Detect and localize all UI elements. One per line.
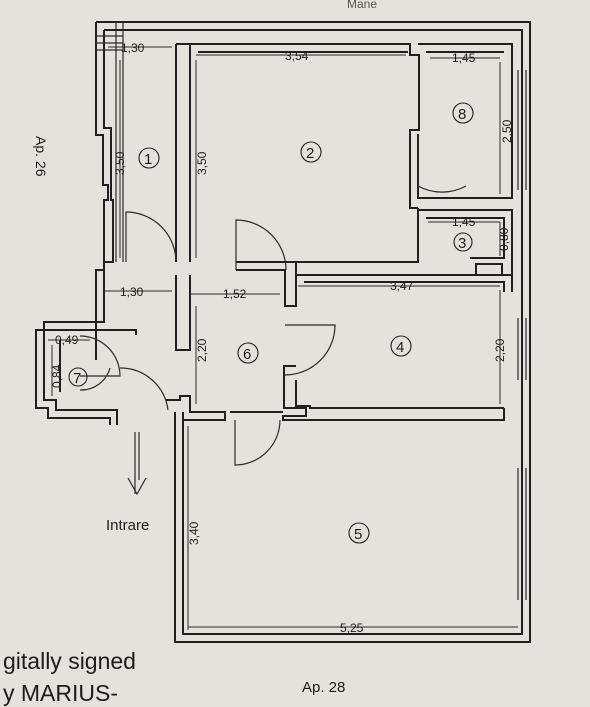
- dim-3-50-left: 3,50: [113, 151, 127, 175]
- signature-line-2: y MARIUS-: [3, 680, 118, 706]
- bottom-apartment-label: Ap. 28: [302, 679, 346, 696]
- dim-1-45-top: 1,45: [452, 51, 476, 65]
- room-6: 6: [243, 346, 251, 363]
- entrance-label: Intrare: [106, 517, 150, 534]
- dim-0-80: 0,80: [497, 227, 511, 251]
- signature-line-1: gitally signed: [3, 648, 136, 674]
- room-5: 5: [354, 526, 362, 543]
- dim-2-20-mid: 2,20: [195, 338, 209, 362]
- room-2: 2: [306, 145, 314, 162]
- dimension-lines: [48, 46, 518, 630]
- dim-3-54: 3,54: [285, 49, 309, 63]
- dim-2-50: 2,50: [500, 119, 514, 143]
- outer-walls: [35, 21, 531, 643]
- doors: [79, 134, 467, 466]
- room-1: 1: [144, 151, 152, 168]
- dim-5-25: 5,25: [340, 621, 364, 635]
- room-labels: 1 2 3 4 5 6 7 8: [68, 102, 474, 544]
- room-3: 3: [458, 235, 466, 252]
- dim-3-40: 3,40: [187, 521, 201, 545]
- dim-3-47: 3,47: [390, 279, 414, 293]
- entrance-arrow: [127, 432, 147, 496]
- interior-walls: [59, 43, 527, 600]
- dim-2-20-right: 2,20: [493, 338, 507, 362]
- dim-3-50-mid: 3,50: [195, 151, 209, 175]
- top-label: Mane: [347, 0, 377, 11]
- dim-0-84: 0,84: [50, 364, 64, 388]
- dim-0-49: 0,49: [55, 333, 79, 347]
- dimension-labels: 1,30 3,54 1,45 3,50 3,50 2,50 1,45 0,80 …: [50, 41, 514, 635]
- room-7: 7: [73, 370, 81, 387]
- room-4: 4: [396, 339, 404, 356]
- dim-1-30-top: 1,30: [121, 41, 145, 55]
- dim-1-52: 1,52: [223, 287, 247, 301]
- room-8: 8: [458, 106, 466, 123]
- dim-1-45-mid: 1,45: [452, 215, 476, 229]
- dim-1-30-mid: 1,30: [120, 285, 144, 299]
- left-apartment-label: Ap. 26: [33, 136, 49, 177]
